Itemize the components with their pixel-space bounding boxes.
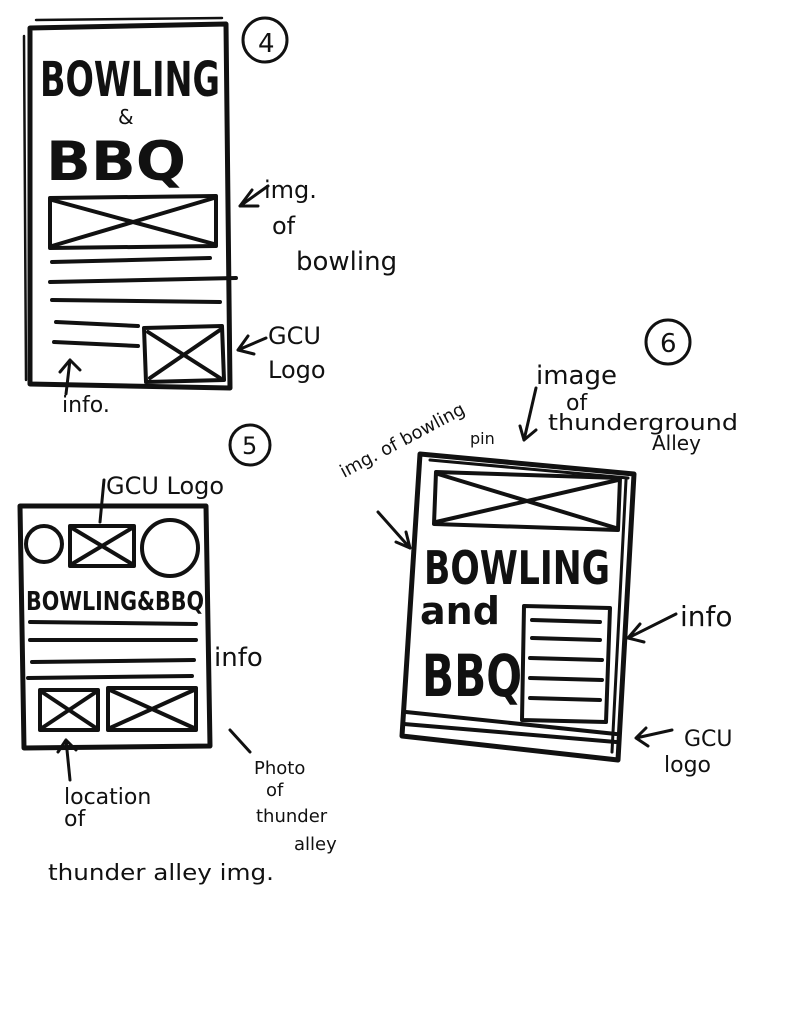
sketch-6-img-ta-note-4: Alley <box>652 431 701 455</box>
sketch-6-logo-note-1: GCU <box>684 727 733 752</box>
sketch-6-logo-note-2: logo <box>664 753 711 778</box>
sketch-4-img-arrow <box>238 184 270 208</box>
sketch-5-info-lines <box>26 620 198 680</box>
sketch-6-frame-double <box>428 458 630 754</box>
sketch-4-image-placeholder <box>48 194 218 250</box>
sketch-4-info-note: info. <box>62 393 110 418</box>
sketch-4-title-line1: BOWLING <box>40 52 220 108</box>
sketch-6-info-note: info <box>680 600 733 633</box>
sketch-5-location-arrow <box>56 738 78 782</box>
sketch-6-title-line3: BBQ <box>422 642 522 710</box>
sketch-6-footer-band <box>402 710 618 744</box>
sketch-6 <box>376 318 692 763</box>
sketch-6-img-arrow <box>376 510 412 550</box>
sketch-4-img-note-3: bowling <box>296 247 397 277</box>
sketch-4-logo-placeholder <box>142 324 226 384</box>
sketch-6-img-bowling-note-2: pin <box>470 429 495 448</box>
sketch-6-img-ta-note-1: image <box>536 361 617 391</box>
sketch-5-logo-pointer <box>98 478 106 524</box>
sketch-5-right-circle <box>140 518 200 578</box>
sketch-5-location-note-1: location <box>64 785 151 810</box>
sketch-5-title: BOWLING&BBQ <box>26 587 204 617</box>
sketch-6-title-line2: and <box>420 589 500 633</box>
sketch-4-info-arrow <box>58 358 82 396</box>
sketch-5-location-note-2: of <box>64 807 86 832</box>
sketch-5-photo-note-4: alley <box>294 834 337 855</box>
sketch-4-frame <box>27 21 233 391</box>
sketch-5-frame <box>17 503 213 751</box>
sketch-4-logo-arrow <box>236 334 268 356</box>
sketch-4-info-lines <box>48 256 238 348</box>
sketch-6-img-ta-note-3: thunderground <box>548 411 738 436</box>
sketch-5-logo-placeholder <box>68 524 136 568</box>
sketch-6-info-panel <box>520 604 612 724</box>
sketch-6-number: 6 <box>660 329 677 359</box>
sketch-4-title-line2: BBQ <box>46 130 186 193</box>
sketch-5-location-image <box>38 688 100 732</box>
sketch-5-photo-pointer <box>228 728 252 754</box>
sketch-5-photo-note-3: thunder <box>256 806 328 827</box>
sketch-4-number: 4 <box>258 29 275 59</box>
sketch-6-top-arrow <box>518 386 538 442</box>
sketch-5 <box>17 423 272 782</box>
sketch-4-number-circle <box>241 16 289 64</box>
sketch-6-frame <box>399 451 637 763</box>
sketch-6-logo-arrow <box>634 726 674 748</box>
sketch-4-img-note-1: img. <box>264 176 317 204</box>
sketch-6-image-placeholder <box>432 470 622 532</box>
sketch-5-photo-image <box>106 686 198 732</box>
sketch-5-location-note-3: thunder alley img. <box>48 861 274 886</box>
sketch-5-left-circle <box>24 524 64 564</box>
sketch-5-photo-note-1: Photo <box>254 758 305 779</box>
sketch-6-info-arrow <box>626 612 678 644</box>
sketch-5-photo-note-2: of <box>266 780 284 801</box>
sketch-4 <box>22 16 289 396</box>
sketch-4-ampersand: & <box>118 105 134 129</box>
sketch-5-logo-note: GCU Logo <box>106 472 224 500</box>
sketch-4-logo-note-2: Logo <box>268 356 326 384</box>
sketch-6-img-ta-note-2: of <box>566 391 588 416</box>
sketch-5-info-note: info <box>214 643 263 673</box>
sketch-4-logo-note-1: GCU <box>268 322 321 350</box>
sketch-4-frame-double <box>22 16 224 382</box>
sketch-6-number-circle <box>644 318 692 366</box>
sketch-6-title-line1: BOWLING <box>424 541 610 595</box>
sketch-6-img-bowling-note-1: img. of bowling <box>336 399 468 483</box>
sketch-5-number: 5 <box>242 432 257 460</box>
sketch-4-img-note-2: of <box>272 212 296 240</box>
sketch-5-number-circle <box>228 423 272 467</box>
